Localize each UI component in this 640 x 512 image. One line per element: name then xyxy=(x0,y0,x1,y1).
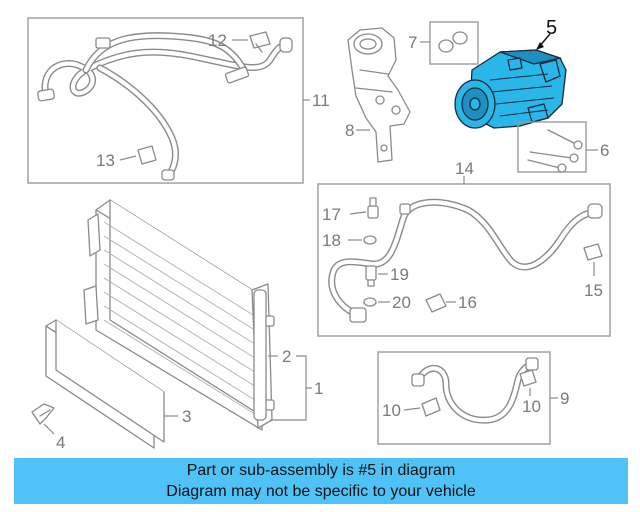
group-box-7 xyxy=(429,21,479,65)
callout-8[interactable]: 8 xyxy=(345,121,354,140)
callout-4[interactable]: 4 xyxy=(56,433,65,452)
callout-2[interactable]: 2 xyxy=(282,347,291,366)
callout-10-right[interactable]: 10 xyxy=(522,397,541,416)
callout-3[interactable]: 3 xyxy=(182,407,191,426)
callout-10-left[interactable]: 10 xyxy=(382,401,401,420)
callout-5[interactable]: 5 xyxy=(546,17,557,39)
o-ring-18[interactable] xyxy=(363,235,377,245)
callout-1[interactable]: 1 xyxy=(314,379,323,398)
callout-11[interactable]: 11 xyxy=(312,91,330,110)
parts-diagram: 12 13 11 8 7 xyxy=(27,17,611,452)
seal-panel-3[interactable] xyxy=(45,319,165,449)
leader-10-left xyxy=(403,407,421,411)
callout-7[interactable]: 7 xyxy=(408,33,417,52)
callout-6[interactable]: 6 xyxy=(600,141,609,160)
clip-12[interactable] xyxy=(249,31,271,53)
leader-1 xyxy=(270,355,312,421)
arrowhead-5 xyxy=(536,42,544,50)
bracket-4[interactable] xyxy=(31,403,55,425)
receiver-drier-2[interactable] xyxy=(253,289,267,421)
clip-10-right[interactable] xyxy=(519,369,537,387)
callout-16[interactable]: 16 xyxy=(458,293,477,312)
clip-16[interactable] xyxy=(425,293,447,313)
callout-20[interactable]: 20 xyxy=(392,293,411,312)
banner-line-2: Diagram may not be specific to your vehi… xyxy=(166,483,476,500)
suction-hose-11[interactable] xyxy=(37,32,293,181)
banner-line-1: Part or sub-assembly is #5 in diagram xyxy=(186,462,456,479)
callout-9[interactable]: 9 xyxy=(560,389,569,408)
bolt-6[interactable] xyxy=(527,129,583,173)
callout-18[interactable]: 18 xyxy=(322,231,341,250)
callout-17[interactable]: 17 xyxy=(322,205,341,224)
callout-19[interactable]: 19 xyxy=(390,265,409,284)
hose-assembly-group-11: 12 13 11 xyxy=(27,17,330,184)
clip-10-left[interactable] xyxy=(421,397,441,417)
callout-14[interactable]: 14 xyxy=(455,159,474,178)
valve-17[interactable] xyxy=(367,197,379,219)
leader-13 xyxy=(119,155,137,161)
group-box-6 xyxy=(517,121,587,173)
plug-7[interactable] xyxy=(438,31,468,53)
callout-13[interactable]: 13 xyxy=(96,151,115,170)
pressure-line-14[interactable] xyxy=(328,198,603,323)
info-banner: Part or sub-assembly is #5 in diagram Di… xyxy=(14,458,628,504)
leader-4 xyxy=(43,423,55,435)
bracket-8[interactable] xyxy=(347,27,411,163)
o-ring-20[interactable] xyxy=(363,297,377,307)
bolt-group-6: 6 xyxy=(517,121,609,173)
condenser-1[interactable] xyxy=(83,199,275,431)
switch-19[interactable] xyxy=(365,265,377,287)
pressure-line-group-14: 14 17 18 19 20 xyxy=(317,159,611,337)
plug-group-7: 7 xyxy=(408,21,479,65)
clip-13[interactable] xyxy=(137,145,157,165)
callout-12[interactable]: 12 xyxy=(208,31,227,50)
callout-15[interactable]: 15 xyxy=(584,281,603,300)
ac-compressor-5[interactable] xyxy=(454,49,567,129)
line-group-9: 10 10 9 xyxy=(377,351,569,445)
leader-17 xyxy=(349,211,367,215)
clip-15[interactable] xyxy=(583,243,603,261)
